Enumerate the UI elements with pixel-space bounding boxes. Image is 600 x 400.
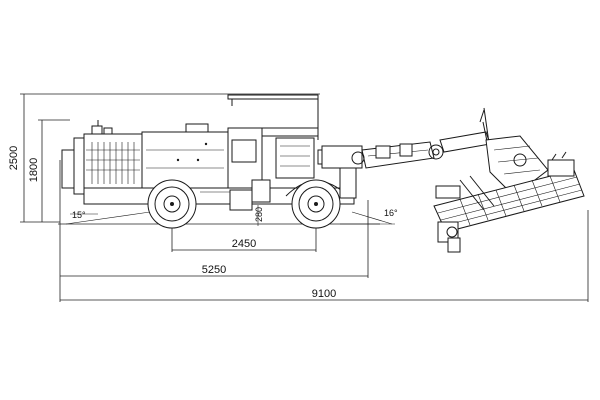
front-wheel <box>147 179 197 229</box>
drill-feed-assembly <box>433 135 585 253</box>
wheelbase-label: 2450 <box>232 238 256 250</box>
body-length-label: 5250 <box>202 264 226 276</box>
approach-angle-label: 15° <box>72 210 86 220</box>
dimension-lines <box>20 93 589 302</box>
height-cab-label: 1800 <box>28 158 40 182</box>
departure-angle-label: 16° <box>384 208 398 218</box>
dimension-labels: 2500 1800 2450 5250 9100 280 15° 16° <box>8 146 398 300</box>
height-overall-label: 2500 <box>8 146 20 170</box>
total-length-label: 9100 <box>312 288 336 300</box>
radiator-grille <box>86 142 140 184</box>
ground-clearance-label: 280 <box>254 207 264 222</box>
rear-wheel <box>291 179 341 229</box>
boom-arm <box>321 107 491 169</box>
